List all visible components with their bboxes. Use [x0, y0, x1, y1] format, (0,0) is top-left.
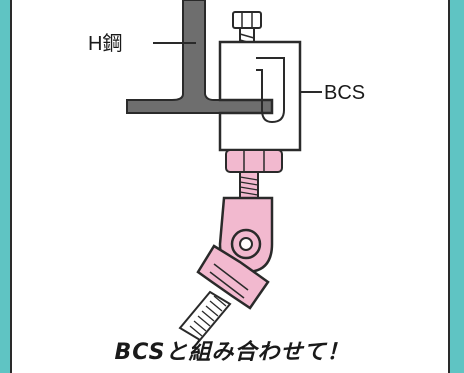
- caption: BCSと組み合わせて！: [114, 340, 350, 365]
- threaded-stud: [239, 171, 259, 199]
- hanging-rod: [178, 290, 232, 342]
- hex-nut: [225, 149, 283, 173]
- swivel-joint-lower: [196, 244, 270, 310]
- h-beam-label: H鋼: [88, 32, 122, 55]
- bcs-clamp: [218, 40, 302, 152]
- bcs-label: BCS: [324, 82, 365, 104]
